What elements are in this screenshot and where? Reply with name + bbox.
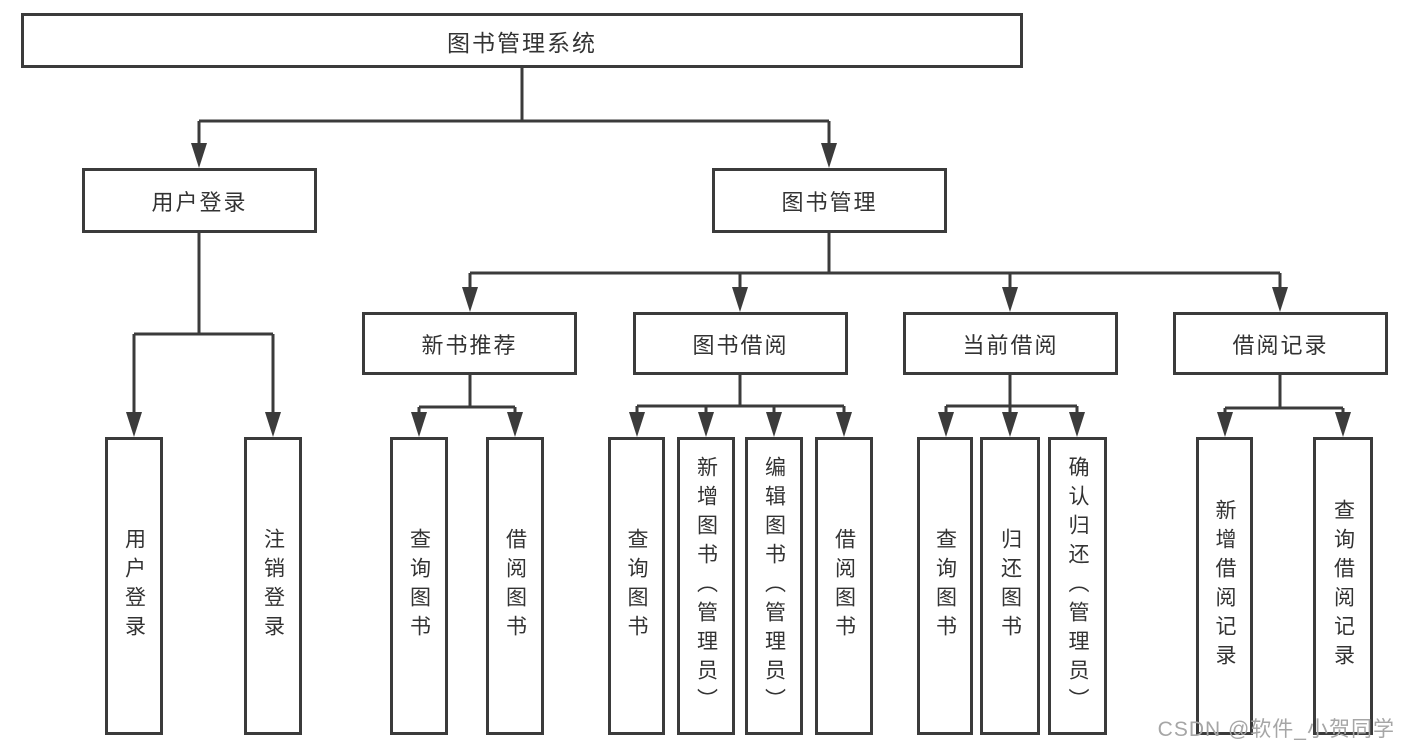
node-book-management: 图书管理: [712, 168, 947, 233]
leaf-query-borrow-record: 查询借阅记录: [1313, 437, 1373, 735]
leaf-confirm-return-admin: 确认归还（管理员）: [1048, 437, 1107, 735]
leaf-query-books-current: 查询图书: [917, 437, 973, 735]
leaf-add-books-admin: 新增图书（管理员）: [677, 437, 735, 735]
leaf-user-login: 用户登录: [105, 437, 163, 735]
leaf-query-books-recommend: 查询图书: [390, 437, 448, 735]
node-library-management-system: 图书管理系统: [21, 13, 1023, 68]
leaf-borrow-books-recommend: 借阅图书: [486, 437, 544, 735]
leaf-return-books: 归还图书: [980, 437, 1040, 735]
node-user-login: 用户登录: [82, 168, 317, 233]
node-borrowing-records: 借阅记录: [1173, 312, 1388, 375]
leaf-edit-books-admin: 编辑图书（管理员）: [745, 437, 803, 735]
csdn-watermark: CSDN @软件_小贺同学: [1157, 718, 1395, 741]
leaf-logout: 注销登录: [244, 437, 302, 735]
node-current-borrowing: 当前借阅: [903, 312, 1118, 375]
leaf-borrow-books: 借阅图书: [815, 437, 873, 735]
node-new-book-recommend: 新书推荐: [362, 312, 577, 375]
leaf-add-borrow-record: 新增借阅记录: [1196, 437, 1253, 735]
leaf-query-books-borrowing: 查询图书: [608, 437, 665, 735]
node-book-borrowing: 图书借阅: [633, 312, 848, 375]
